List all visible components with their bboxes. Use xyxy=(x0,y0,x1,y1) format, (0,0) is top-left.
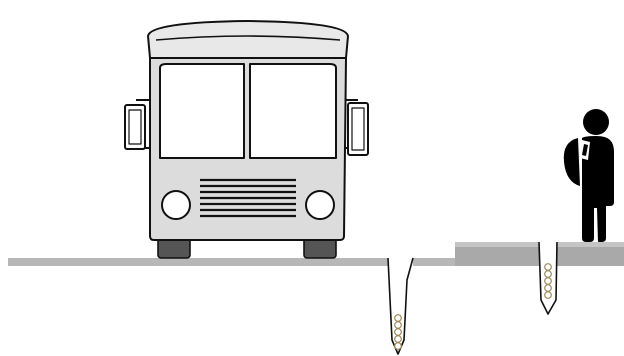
platform-crack-circles xyxy=(545,264,552,299)
bus-right-mirror xyxy=(344,100,368,155)
road-surface xyxy=(8,258,388,266)
road-crack xyxy=(388,258,413,354)
bus-windshield-left xyxy=(160,64,244,158)
bus-left-mirror xyxy=(125,100,150,149)
person-with-backpack-icon xyxy=(564,109,614,242)
road-crack-circles xyxy=(395,315,402,350)
person-head xyxy=(583,109,609,135)
bus-windshield-right xyxy=(250,64,336,158)
bus-right-headlight xyxy=(306,191,334,219)
bus-roof xyxy=(148,21,348,58)
bus-front-icon xyxy=(125,21,368,258)
platform-crack xyxy=(539,242,557,314)
platform-top-highlight-right xyxy=(557,242,624,247)
person-backpack xyxy=(564,138,580,186)
bus-left-headlight xyxy=(162,191,190,219)
platform-top-highlight xyxy=(455,242,539,247)
bus-grille xyxy=(200,180,296,216)
road-surface-right xyxy=(413,258,455,266)
